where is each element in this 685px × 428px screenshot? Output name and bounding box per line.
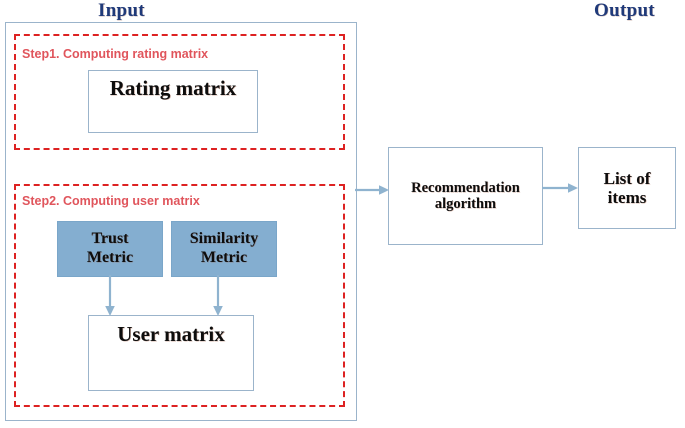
step1-dashed-group (14, 34, 345, 150)
step2-dashed-group (14, 184, 345, 407)
step1-label: Step1. Computing rating matrix (22, 47, 209, 61)
recommendation-algorithm-label: Recommendation algorithm (411, 180, 520, 212)
list-of-items-label: List of items (604, 169, 651, 207)
rating-matrix-label: Rating matrix (109, 76, 237, 100)
similarity-metric-line1: Similarity (189, 230, 259, 248)
trust-metric-box[interactable]: Trust Metric (57, 221, 163, 277)
recommendation-line1: Recommendation (411, 179, 520, 196)
list-of-items-box[interactable]: List of items (578, 147, 676, 229)
recommendation-algorithm-box[interactable]: Recommendation algorithm (388, 147, 543, 245)
list-of-items-line2: items (607, 188, 647, 207)
output-section-title: Output (594, 0, 655, 21)
user-matrix-label: User matrix (117, 322, 225, 346)
trust-metric-label: Trust Metric (87, 230, 133, 268)
similarity-metric-label: Similarity Metric (190, 230, 258, 268)
similarity-metric-line2: Metric (200, 249, 248, 266)
list-of-items-line1: List of (603, 168, 651, 188)
trust-metric-line1: Trust (91, 230, 129, 248)
step2-label: Step2. Computing user matrix (22, 194, 200, 208)
trust-metric-line2: Metric (86, 249, 134, 266)
input-to-recommendation-arrow-icon (355, 185, 389, 195)
rating-matrix-box[interactable]: Rating matrix (88, 70, 258, 133)
recommendation-to-list-arrow-icon (542, 183, 578, 193)
user-matrix-box[interactable]: User matrix (88, 315, 254, 391)
trust-to-user-matrix-arrow-icon (105, 275, 115, 316)
input-section-title: Input (98, 0, 145, 21)
similarity-to-user-matrix-arrow-icon (213, 275, 223, 316)
recommendation-line2: algorithm (434, 196, 497, 212)
similarity-metric-box[interactable]: Similarity Metric (171, 221, 277, 277)
